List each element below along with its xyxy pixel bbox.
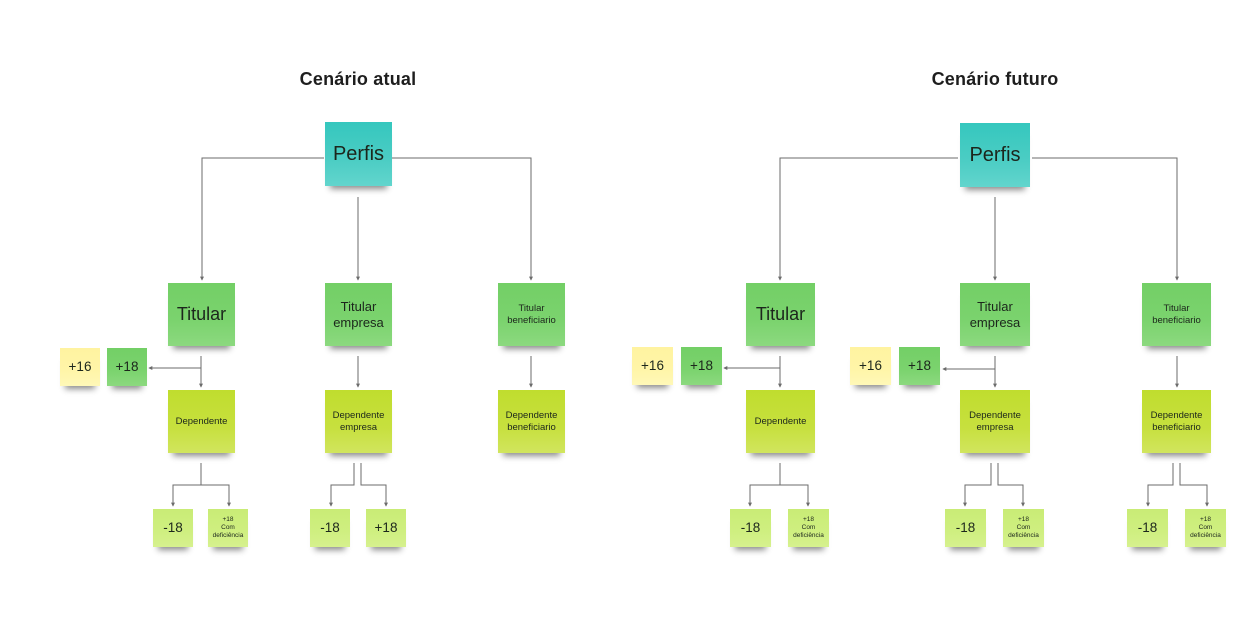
connector-root-to-titular-beneficiario-future <box>1032 157 1179 281</box>
sticky-note-age-18[interactable]: +18 <box>107 348 147 386</box>
connector-dependente-to-plus18-deficiencia <box>201 484 231 507</box>
sticky-note-age-16[interactable]: +16 <box>60 348 100 386</box>
sticky-note-plus-18-deficiencia[interactable]: +18 Com deficiência <box>1003 509 1044 547</box>
sticky-note-minus-18[interactable]: -18 <box>730 509 771 547</box>
sticky-note-minus-18[interactable]: -18 <box>153 509 193 547</box>
connector-root-to-titular <box>200 157 324 281</box>
sticky-note-minus-18[interactable]: -18 <box>310 509 350 547</box>
sticky-note-titular[interactable]: Titular <box>168 283 235 346</box>
sticky-note-perfis[interactable]: Perfis <box>325 122 392 186</box>
sticky-note-titular-empresa[interactable]: Titular empresa <box>960 283 1030 346</box>
sticky-note-plus-18-deficiencia[interactable]: +18 Com deficiência <box>788 509 829 547</box>
sticky-note-age-18[interactable]: +18 <box>899 347 940 385</box>
sticky-note-plus-18-deficiencia[interactable]: +18 Com deficiência <box>1185 509 1226 547</box>
sticky-note-dependente-beneficiario[interactable]: Dependente beneficiario <box>1142 390 1211 453</box>
sticky-note-minus-18[interactable]: -18 <box>945 509 986 547</box>
sticky-note-age-16[interactable]: +16 <box>632 347 673 385</box>
sticky-note-dependente[interactable]: Dependente <box>168 390 235 453</box>
sticky-note-perfis[interactable]: Perfis <box>960 123 1030 187</box>
sticky-note-titular-beneficiario[interactable]: Titular beneficiario <box>498 283 565 346</box>
connector-dependente-beneficiario-to-plus18-deficiencia-future <box>1179 463 1209 507</box>
sticky-note-dependente[interactable]: Dependente <box>746 390 815 453</box>
connector-root-to-titular-beneficiario <box>392 157 533 281</box>
scenario-title-current: Cenário atual <box>299 69 417 89</box>
connector-dependente-empresa-to-minus18-future <box>963 463 992 507</box>
sticky-note-dependente-beneficiario[interactable]: Dependente beneficiario <box>498 390 565 453</box>
sticky-note-plus-18-deficiencia[interactable]: +18 Com deficiência <box>208 509 248 547</box>
connector-dependente-beneficiario-to-minus18-future <box>1146 463 1174 507</box>
sticky-note-age-16[interactable]: +16 <box>850 347 891 385</box>
sticky-note-dependente-empresa[interactable]: Dependente empresa <box>960 390 1030 453</box>
sticky-note-titular-beneficiario[interactable]: Titular beneficiario <box>1142 283 1211 346</box>
connector-dependente-to-minus18 <box>171 463 202 507</box>
sticky-note-minus-18[interactable]: -18 <box>1127 509 1168 547</box>
sticky-note-titular-empresa[interactable]: Titular empresa <box>325 283 392 346</box>
connector-root-to-titular-future <box>778 157 958 281</box>
sticky-note-titular[interactable]: Titular <box>746 283 815 346</box>
sticky-note-age-18[interactable]: +18 <box>681 347 722 385</box>
connector-dependente-empresa-to-minus18 <box>329 463 355 507</box>
connector-dependente-empresa-to-plus18 <box>360 463 388 507</box>
connector-dependente-empresa-to-plus18-deficiencia-future <box>997 463 1025 507</box>
connector-dependente-to-plus18-deficiencia-future <box>780 484 810 507</box>
scenario-title-future: Cenário futuro <box>931 69 1059 89</box>
sticky-note-dependente-empresa[interactable]: Dependente empresa <box>325 390 392 453</box>
connector-dependente-to-minus18-future <box>748 463 781 507</box>
sticky-note-plus-18[interactable]: +18 <box>366 509 406 547</box>
